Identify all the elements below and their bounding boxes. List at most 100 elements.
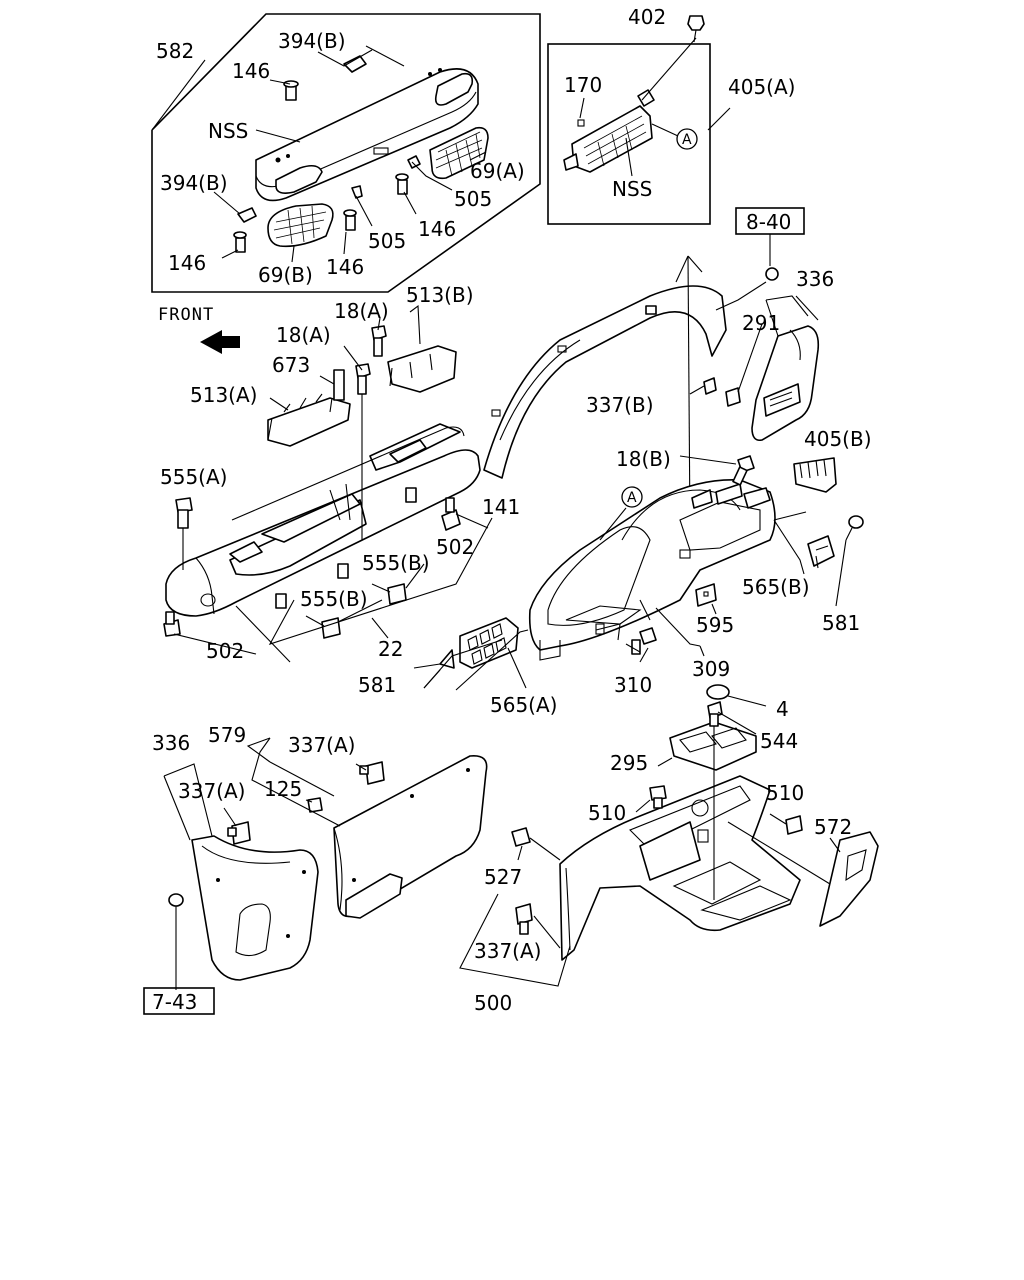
clip-337a-left — [227, 821, 251, 845]
label-18a-mid: 18(A) — [276, 323, 331, 347]
label-nss-b: NSS — [612, 177, 652, 201]
label-402: 402 — [628, 5, 666, 29]
label-555a: 555(A) — [160, 465, 227, 489]
label-502-b: 502 — [206, 639, 244, 663]
label-555b-a: 555(B) — [362, 551, 430, 575]
label-146-d: 146 — [326, 255, 364, 279]
part-565b — [807, 535, 835, 567]
ref-box-7-43 — [143, 987, 215, 1015]
cupholder-295 — [669, 721, 757, 771]
label-505-a: 505 — [454, 187, 492, 211]
part-405b — [793, 457, 837, 493]
label-581-b: 581 — [358, 673, 396, 697]
panel-579 — [333, 755, 488, 919]
label-22: 22 — [378, 637, 403, 661]
label-513b: 513(B) — [406, 283, 474, 307]
label-141: 141 — [482, 495, 520, 519]
leaders-cluster — [413, 455, 847, 691]
label-337b: 337(B) — [586, 393, 654, 417]
label-510-b: 510 — [766, 781, 804, 805]
label-69a: 69(A) — [470, 159, 525, 183]
ref-label-7-43: 7-43 — [152, 990, 197, 1014]
vent-405a — [563, 89, 655, 173]
screws-detail-582 — [233, 55, 421, 253]
clips-502 — [163, 497, 461, 637]
label-500: 500 — [474, 991, 512, 1015]
label-337a-top: 337(A) — [288, 733, 355, 757]
leaders-detail-582 — [151, 45, 487, 263]
label-circle-a1: A — [682, 132, 692, 148]
pad-69a — [429, 126, 489, 180]
leaders-detail-405a — [579, 97, 731, 177]
clips-291-337b — [689, 323, 763, 407]
label-510-a: 510 — [588, 801, 626, 825]
label-18a-top: 18(A) — [334, 299, 389, 323]
label-group: 582 394(B) 146 NSS 69(A) 505 394(B) 505 … — [152, 5, 872, 1015]
label-146-c: 146 — [168, 251, 206, 275]
screw-581-left — [439, 649, 455, 669]
cluster-housing-309 — [528, 479, 776, 661]
label-337a-left: 337(A) — [178, 779, 245, 803]
label-565b: 565(B) — [742, 575, 810, 599]
label-572: 572 — [814, 815, 852, 839]
screw-310 — [631, 627, 657, 655]
ref-label-8-40: 8-40 — [746, 210, 791, 234]
label-565a: 565(A) — [490, 693, 557, 717]
part-595 — [695, 583, 717, 607]
label-nss-a: NSS — [208, 119, 248, 143]
label-555b-b: 555(B) — [300, 587, 368, 611]
label-336-top: 336 — [796, 267, 834, 291]
label-673: 673 — [272, 353, 310, 377]
label-295: 295 — [610, 751, 648, 775]
label-579: 579 — [208, 723, 246, 747]
clip-337a-top — [359, 761, 385, 785]
screws-555b — [305, 583, 407, 639]
label-394b-top: 394(B) — [278, 29, 346, 53]
leaders-console — [459, 695, 841, 987]
side-panel-336-bottom — [191, 835, 319, 981]
label-544: 544 — [760, 729, 798, 753]
leaders-main — [173, 255, 703, 663]
label-291: 291 — [742, 311, 780, 335]
side-panel-336-top — [751, 325, 820, 442]
lid-582 — [255, 68, 479, 202]
label-310: 310 — [614, 673, 652, 697]
bracket-513a — [267, 393, 351, 447]
upper-dash-panel — [165, 423, 481, 617]
clip-337a-console — [515, 903, 533, 935]
label-505-b: 505 — [368, 229, 406, 253]
panel-572 — [819, 831, 879, 927]
clip-527 — [511, 827, 531, 847]
dash-top-rail — [483, 285, 727, 479]
screw-402 — [641, 15, 705, 101]
clip-7-43 — [168, 893, 184, 990]
detail-frame-405a — [547, 43, 711, 225]
label-146-a: 146 — [232, 59, 270, 83]
front-arrow-icon — [200, 330, 240, 354]
ref-box-8-40 — [715, 207, 805, 311]
label-405a: 405(A) — [728, 75, 795, 99]
leaders-lower-left — [163, 737, 367, 841]
label-527: 527 — [484, 865, 522, 889]
label-309: 309 — [692, 657, 730, 681]
label-337a-bottom: 337(A) — [474, 939, 541, 963]
screws-510 — [649, 785, 803, 835]
screw-18b — [732, 455, 755, 486]
label-336-bottom: 336 — [152, 731, 190, 755]
label-4: 4 — [776, 697, 789, 721]
label-502-a: 502 — [436, 535, 474, 559]
pad-69b — [267, 203, 334, 248]
label-581-a: 581 — [822, 611, 860, 635]
label-513a: 513(A) — [190, 383, 257, 407]
cap-4 — [706, 684, 730, 700]
label-125: 125 — [264, 777, 302, 801]
label-circle-a2: A — [627, 490, 637, 506]
label-146-b: 146 — [418, 217, 456, 241]
screw-581-right — [845, 515, 864, 541]
clip-673 — [333, 369, 345, 401]
console-500 — [559, 775, 801, 961]
label-582: 582 — [156, 39, 194, 63]
label-front: FRONT — [158, 305, 214, 325]
